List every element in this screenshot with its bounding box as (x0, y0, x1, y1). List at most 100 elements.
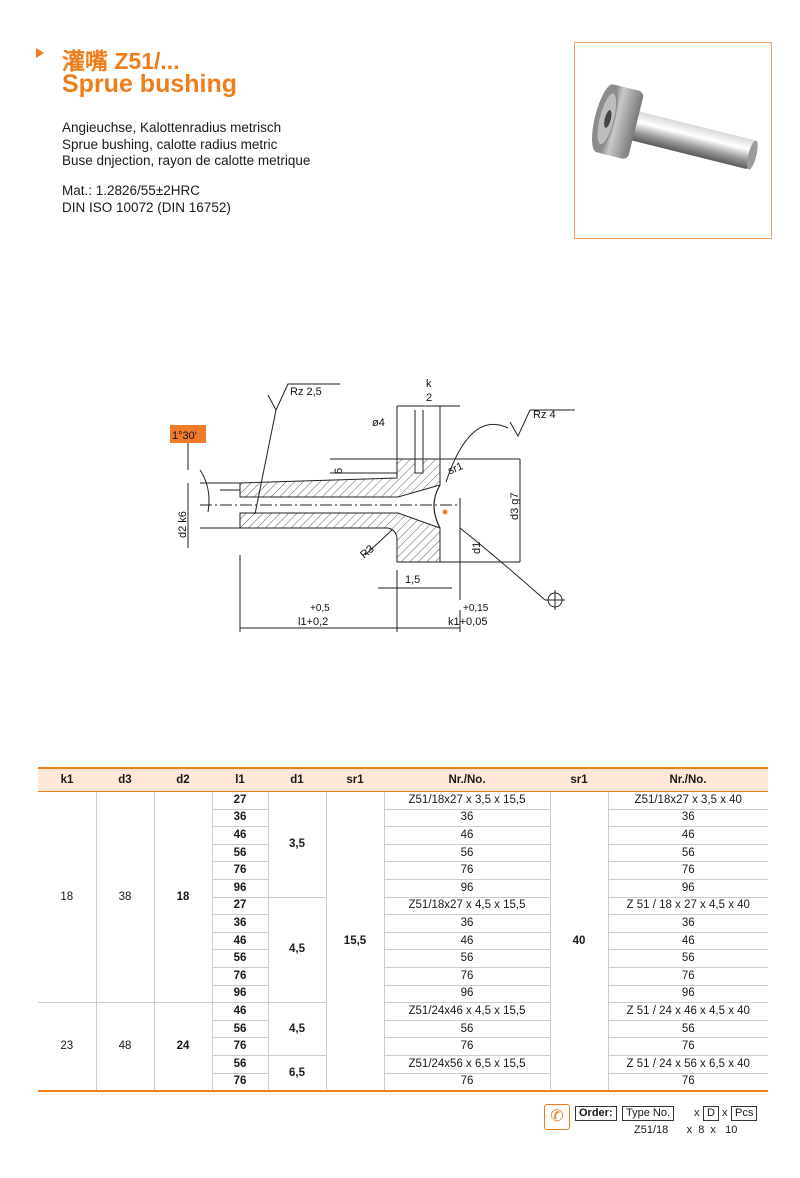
sprue-bushing-image (592, 84, 758, 170)
l1-cell: 36 (212, 809, 268, 828)
table-row: 18 38 18 27 3,5 15,5 Z51/18x27 x 3,5 x 1… (38, 791, 768, 1093)
nr-b-cell: Z 51 / 24 x 56 x 6,5 x 40 (608, 1055, 768, 1074)
nr-a-cell: 76 (384, 861, 550, 880)
nr-b-cell: 76 (608, 967, 768, 986)
spec-table: k1 d3 d2 l1 d1 sr1 Nr./No. sr1 Nr./No. 1… (38, 767, 768, 1093)
k-value: 2 (426, 392, 432, 404)
d1-label: d1 (471, 542, 483, 554)
nr-b-cell: 56 (608, 1020, 768, 1039)
rz-left-label: Rz 2,5 (290, 386, 322, 398)
table-row: 76 76 76 (38, 1073, 768, 1093)
l1-cell: 46 (212, 826, 268, 845)
d1-group-4: 6,5 (267, 1055, 327, 1093)
desc-french: Buse dnjection, rayon de calotte metriqu… (62, 153, 311, 168)
order-x1: x (694, 1107, 700, 1119)
nr-a-cell: Z51/24x56 x 6,5 x 15,5 (384, 1055, 550, 1074)
header-sr1-b: sr1 (550, 767, 608, 792)
nr-b-cell: 96 (608, 879, 768, 898)
nr-b-cell: Z 51 / 18 x 27 x 4,5 x 40 (608, 897, 768, 916)
order-label: Order: (575, 1106, 617, 1121)
standard: DIN ISO 10072 (DIN 16752) (62, 199, 231, 215)
phone-order-icon: ✆ (544, 1104, 570, 1130)
nr-b-cell: Z51/18x27 x 3,5 x 40 (608, 791, 768, 810)
l1-cell: 36 (212, 914, 268, 933)
angle-highlight (170, 425, 206, 443)
nr-a-cell: 76 (384, 1073, 550, 1093)
table-header-row: k1 d3 d2 l1 d1 sr1 Nr./No. sr1 Nr./No. (38, 767, 768, 792)
nr-b-cell: 96 (608, 985, 768, 1004)
l1-cell: 76 (212, 1037, 268, 1056)
sr1-label: sr1 (446, 460, 465, 477)
l1-cell: 27 (212, 897, 268, 916)
order-d-box: D (703, 1106, 719, 1121)
k1-tolerance: +0,15 (463, 603, 489, 614)
order-x2: x (722, 1107, 728, 1119)
table-row: 96 96 96 (38, 879, 768, 898)
k1-label: k1+0,05 (448, 616, 487, 628)
d3-group-1: 38 (95, 791, 155, 1004)
l1-cell: 96 (212, 985, 268, 1004)
header-nr-a: Nr./No. (384, 767, 550, 792)
table-row: 76 76 76 (38, 861, 768, 880)
rz-right-label: Rz 4 (533, 409, 556, 421)
l1-cell: 56 (212, 1020, 268, 1039)
header-nr-b: Nr./No. (608, 767, 768, 792)
l1-cell: 56 (212, 1055, 268, 1074)
table-row: 36 36 36 (38, 914, 768, 933)
header-sr1-a: sr1 (326, 767, 384, 792)
nr-a-cell: 56 (384, 844, 550, 863)
nr-b-cell: 76 (608, 1073, 768, 1093)
nr-a-cell: 96 (384, 985, 550, 1004)
table-row: 96 96 96 (38, 985, 768, 1004)
header-d2: d2 (154, 767, 212, 792)
nr-b-cell: 46 (608, 826, 768, 845)
desc-german: Angieuchse, Kalottenradius metrisch (62, 120, 282, 135)
nr-b-cell: 76 (608, 861, 768, 880)
nr-b-cell: Z 51 / 24 x 46 x 4,5 x 40 (608, 1002, 768, 1021)
l1-label: l1+0,2 (298, 616, 328, 628)
nr-b-cell: 46 (608, 932, 768, 951)
nr-a-cell: Z51/18x27 x 3,5 x 15,5 (384, 791, 550, 810)
title-english: Sprue bushing (62, 70, 237, 98)
nr-a-cell: 56 (384, 949, 550, 968)
header-l1: l1 (212, 767, 268, 792)
angle-label: 1°30' (172, 430, 197, 442)
d2-label: d2 k6 (177, 511, 189, 538)
l1-cell: 56 (212, 949, 268, 968)
nr-b-cell: 76 (608, 1037, 768, 1056)
title-chinese: 灌嘴 Z51/... (62, 48, 180, 74)
table-row: 27 4,5 Z51/18x27 x 4,5 x 15,5 Z 51 / 18 … (38, 897, 768, 1004)
l1-cell: 46 (212, 1002, 268, 1021)
material: Mat.: 1.2826/55±2HRC (62, 183, 200, 198)
one-five-label: 1,5 (405, 574, 420, 586)
d1-group-3: 4,5 (267, 1002, 327, 1056)
dia4-label: ø4 (372, 417, 385, 429)
header-k1: k1 (38, 767, 96, 792)
k1-group-2: 23 (38, 1002, 97, 1093)
nr-a-cell: 46 (384, 826, 550, 845)
nr-b-cell: 36 (608, 914, 768, 933)
d3-label: d3 g7 (509, 492, 521, 520)
nr-a-cell: 36 (384, 809, 550, 828)
l1-cell: 76 (212, 1073, 268, 1093)
d1-group-1: 3,5 (267, 791, 327, 898)
l1-cell: 56 (212, 844, 268, 863)
header-d3: d3 (96, 767, 154, 792)
l1-cell: 76 (212, 967, 268, 986)
nr-a-cell: 96 (384, 879, 550, 898)
l1-cell: 96 (212, 879, 268, 898)
nr-a-cell: 36 (384, 914, 550, 933)
table-row: 56 6,5 Z51/24x56 x 6,5 x 15,5 Z 51 / 24 … (38, 1055, 768, 1093)
d1-group-2: 4,5 (267, 897, 327, 1004)
nr-a-cell: 46 (384, 932, 550, 951)
product-photo (574, 42, 772, 239)
table-row: 23 48 24 46 4,5 Z51/24x46 x 4,5 x 15,5 Z… (38, 1002, 768, 1093)
table-row: 46 46 46 (38, 826, 768, 845)
nr-b-cell: 36 (608, 809, 768, 828)
l1-cell: 76 (212, 861, 268, 880)
table-row: 36 36 36 (38, 809, 768, 828)
